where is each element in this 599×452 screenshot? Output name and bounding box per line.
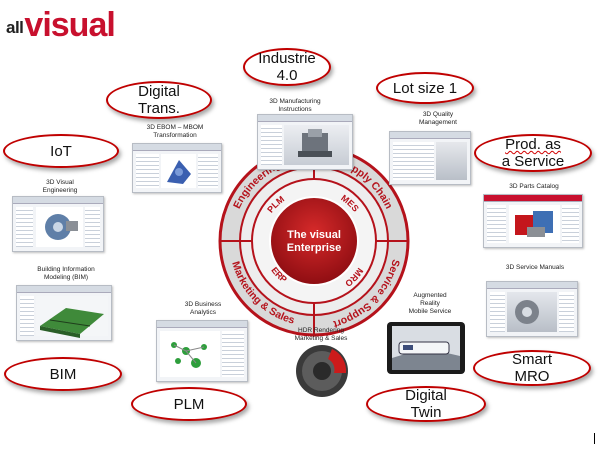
tablet-ar-image (387, 322, 465, 374)
brake-disc-image (296, 345, 348, 397)
thumbnail-service-manuals (486, 281, 578, 337)
thumbnail-business-analytics (156, 320, 248, 382)
wheel-center (269, 196, 359, 286)
machine-image (298, 129, 333, 157)
text-cursor (594, 433, 595, 444)
caption-3d-parts-catalog: 3D Parts Catalog (509, 183, 559, 190)
thumbnail-ebom (132, 143, 222, 193)
caption-3d-service-manuals: 3D Service Manuals (505, 264, 565, 271)
oval-lot-size-1: Lot size 1 (376, 72, 474, 104)
building-model-image (39, 308, 104, 338)
engine-image (514, 300, 539, 324)
logo-visual: visual (24, 6, 115, 44)
gear-assembly-image (45, 214, 79, 240)
oval-iot: IoT (3, 134, 119, 168)
oval-plm: PLM (131, 387, 247, 421)
center-title-line1: The visual (287, 229, 341, 241)
center-title-line2: Enterprise (287, 242, 341, 254)
thumbnail-quality (389, 131, 471, 185)
thumbnail-manufacturing (257, 114, 353, 170)
thumbnail-bim (16, 285, 112, 341)
thumbnail-visual-engineering (12, 196, 104, 252)
part-image (167, 160, 192, 184)
thumbnail-parts-catalog (483, 194, 583, 248)
parts-image (515, 211, 554, 237)
allvisual-logo: all visual (6, 2, 116, 44)
oval-bim: BIM (4, 357, 122, 391)
logo-all: all (6, 18, 24, 37)
analytics-chart-image (171, 342, 207, 368)
